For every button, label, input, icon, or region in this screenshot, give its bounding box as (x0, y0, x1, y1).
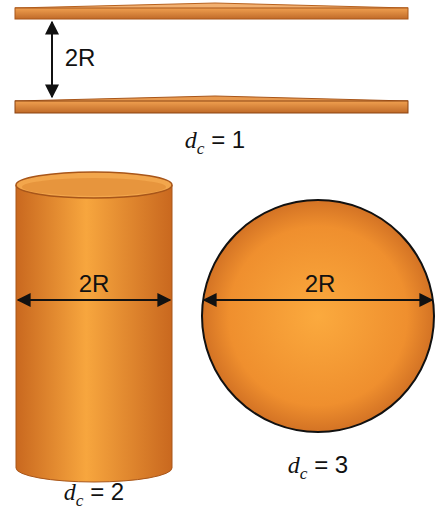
dimension-caption: dc = 1 (185, 127, 245, 158)
sphere (202, 200, 434, 432)
dimension-caption: dc = 3 (288, 452, 348, 483)
dimension-caption: dc = 2 (64, 479, 124, 510)
cylinder (16, 172, 172, 482)
parallel-plates (15, 3, 408, 113)
dimension-label: 2R (65, 45, 96, 71)
dimension-label: 2R (305, 271, 336, 297)
dimension-label: 2R (79, 271, 110, 297)
